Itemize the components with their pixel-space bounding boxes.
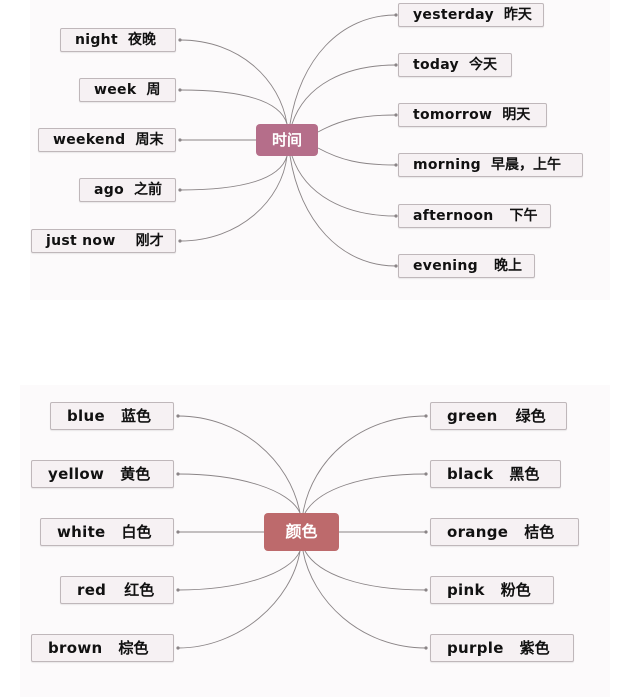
time-center-node[interactable]: 时间 <box>256 124 318 156</box>
node-zh-label: 白色 <box>121 523 152 541</box>
node-en-label: tomorrow <box>413 107 493 123</box>
node-en-label: purple <box>447 639 504 657</box>
node-en-label: black <box>447 465 494 483</box>
node-en-label: week <box>94 82 137 98</box>
color-node-orange[interactable]: orange 桔色 <box>430 518 579 546</box>
time-node-yesterday[interactable]: yesterday 昨天 <box>398 3 544 27</box>
time-node-week[interactable]: week 周 <box>79 78 176 102</box>
color-node-green[interactable]: green 绿色 <box>430 402 567 430</box>
node-en-label: morning <box>413 157 481 173</box>
node-zh-label: 红色 <box>124 581 155 599</box>
node-zh-label: 周末 <box>135 132 164 148</box>
node-zh-label: 早晨，上午 <box>490 157 561 173</box>
node-zh-label: 昨天 <box>503 7 532 23</box>
node-en-label: today <box>413 57 459 73</box>
node-en-label: just now <box>46 233 116 249</box>
node-zh-label: 绿色 <box>515 407 546 425</box>
node-zh-label: 夜晚 <box>127 32 156 48</box>
time-node-afternoon[interactable]: afternoon 下午 <box>398 204 551 228</box>
color-node-pink[interactable]: pink 粉色 <box>430 576 554 604</box>
node-en-label: white <box>57 523 106 541</box>
node-en-label: evening <box>413 258 478 274</box>
color-node-black[interactable]: black 黑色 <box>430 460 561 488</box>
time-node-today[interactable]: today 今天 <box>398 53 512 77</box>
node-zh-label: 下午 <box>509 208 538 224</box>
node-en-label: red <box>77 581 107 599</box>
node-en-label: orange <box>447 523 509 541</box>
node-en-label: blue <box>67 407 105 425</box>
node-en-label: ago <box>94 182 124 198</box>
node-zh-label: 黄色 <box>120 465 151 483</box>
time-node-night[interactable]: night 夜晚 <box>60 28 176 52</box>
node-zh-label: 黑色 <box>509 465 540 483</box>
time-node-evening[interactable]: evening 晚上 <box>398 254 535 278</box>
color-node-red[interactable]: red 红色 <box>60 576 174 604</box>
color-node-white[interactable]: white 白色 <box>40 518 174 546</box>
node-zh-label: 棕色 <box>118 639 149 657</box>
node-zh-label: 粉色 <box>500 581 531 599</box>
time-node-ago[interactable]: ago 之前 <box>79 178 176 202</box>
color-center-node[interactable]: 颜色 <box>264 513 339 551</box>
time-node-just-now[interactable]: just now 刚才 <box>31 229 176 253</box>
time-node-weekend[interactable]: weekend 周末 <box>38 128 176 152</box>
node-zh-label: 之前 <box>134 182 162 198</box>
node-zh-label: 刚才 <box>135 233 164 249</box>
node-zh-label: 蓝色 <box>120 407 151 425</box>
node-zh-label: 明天 <box>502 107 531 123</box>
color-node-blue[interactable]: blue 蓝色 <box>50 402 174 430</box>
node-en-label: brown <box>48 639 103 657</box>
node-en-label: yesterday <box>413 7 494 23</box>
node-zh-label: 晚上 <box>493 258 522 274</box>
color-node-brown[interactable]: brown 棕色 <box>31 634 174 662</box>
color-node-purple[interactable]: purple 紫色 <box>430 634 574 662</box>
node-zh-label: 紫色 <box>519 639 550 657</box>
node-en-label: green <box>447 407 498 425</box>
node-en-label: pink <box>447 581 485 599</box>
node-zh-label: 今天 <box>468 57 497 73</box>
node-en-label: weekend <box>53 132 126 148</box>
node-en-label: yellow <box>48 465 105 483</box>
color-node-yellow[interactable]: yellow 黄色 <box>31 460 174 488</box>
node-en-label: afternoon <box>413 208 494 224</box>
node-zh-label: 桔色 <box>524 523 555 541</box>
node-zh-label: 周 <box>146 82 161 98</box>
node-en-label: night <box>75 32 118 48</box>
time-node-tomorrow[interactable]: tomorrow 明天 <box>398 103 547 127</box>
time-node-morning[interactable]: morning 早晨，上午 <box>398 153 583 177</box>
